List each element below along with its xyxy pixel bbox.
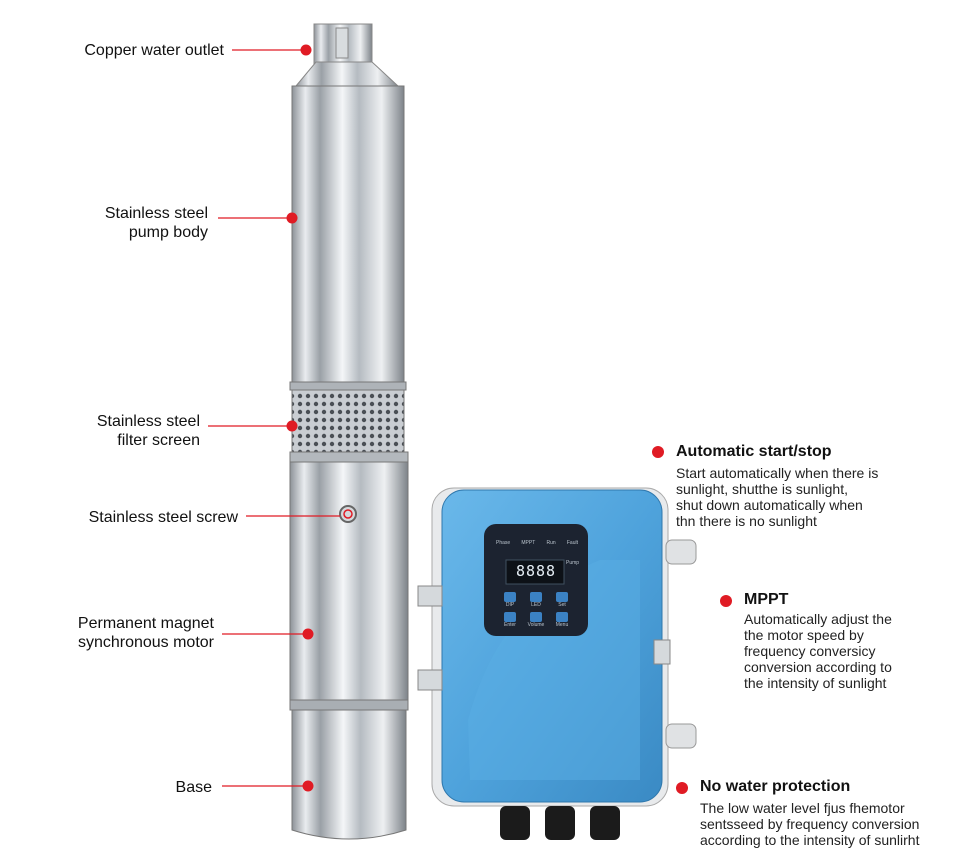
controller-side-label: Pump xyxy=(566,560,580,566)
feature-line: thn there is no sunlight xyxy=(676,513,817,529)
status-label-mppt: MPPT xyxy=(521,540,536,546)
filter-screen-part xyxy=(291,389,405,457)
controller-button-dip[interactable]: DIP xyxy=(500,592,520,608)
status-label-fault: Fault xyxy=(566,540,578,546)
callout-line: Stainless steel xyxy=(96,413,200,430)
feature-line: sunlight, shutthe is sunlight, xyxy=(676,481,848,497)
button-label: DIP xyxy=(505,602,515,608)
status-label-run: Run xyxy=(546,540,556,546)
feature-title: Automatic start/stop xyxy=(676,443,832,460)
callout-line: Stainless steel xyxy=(104,205,208,222)
callout-line: Stainless steel screw xyxy=(88,509,238,526)
callout-base: Base xyxy=(176,778,212,797)
base-part xyxy=(291,709,407,840)
feature-description: The low water level fjus fhemotor sentss… xyxy=(700,800,919,848)
controller-status-labels: Phase MPPT Run Fault xyxy=(496,540,578,546)
feature-line: according to the intensity of sunlirht xyxy=(700,832,920,848)
feature-line: The low water level fjus fhemotor xyxy=(700,800,905,816)
feature-description: Automatically adjust the the motor speed… xyxy=(744,611,892,691)
callout-stainless-steel-pump-body: Stainless steel pump body xyxy=(105,204,208,242)
feature-line: the intensity of sunlight xyxy=(744,675,887,691)
button-label: Volume xyxy=(527,622,545,628)
callout-copper-water-outlet: Copper water outlet xyxy=(84,41,224,60)
controller-display: 8888 xyxy=(515,562,557,580)
feature-line: Automatically adjust the xyxy=(744,611,892,627)
feature-title: MPPT xyxy=(744,591,789,608)
feature-line: the motor speed by xyxy=(744,627,864,643)
status-label-phase: Phase xyxy=(496,540,511,546)
callout-line: Base xyxy=(175,779,212,796)
feature-line: conversion according to xyxy=(744,659,892,675)
callout-permanent-magnet-synchronous-motor: Permanent magnet synchronous motor xyxy=(78,614,214,652)
controller-box xyxy=(417,487,697,840)
feature-line: frequency conversicy xyxy=(744,643,876,659)
callout-line: Permanent magnet xyxy=(77,615,214,632)
button-label: Menu xyxy=(555,622,569,628)
callout-line: filter screen xyxy=(117,432,200,449)
callout-stainless-steel-filter-screen: Stainless steel filter screen xyxy=(97,412,200,450)
controller-button-led[interactable]: LED xyxy=(526,592,546,608)
callout-line: Copper water outlet xyxy=(84,42,224,59)
callout-line: synchronous motor xyxy=(77,634,214,651)
pump-body-part xyxy=(291,85,405,387)
button-label: Enter xyxy=(504,622,516,628)
controller-button-grid: DIP LED Set Enter Volume Menu xyxy=(500,592,572,628)
controller-button-enter[interactable]: Enter xyxy=(500,612,520,628)
motor-part xyxy=(289,461,409,703)
feature-bullet xyxy=(652,446,664,458)
button-label: LED xyxy=(531,602,541,608)
feature-title: No water protection xyxy=(700,778,851,795)
callout-stainless-steel-screw: Stainless steel screw xyxy=(89,508,238,527)
controller-button-menu[interactable]: Menu xyxy=(552,612,572,628)
feature-line: shut down automatically when xyxy=(676,497,863,513)
feature-bullet xyxy=(720,595,732,607)
feature-line: Start automatically when there is xyxy=(676,465,879,481)
controller-button-set[interactable]: Set xyxy=(552,592,572,608)
callout-line: pump body xyxy=(128,224,208,241)
water-outlet-part xyxy=(294,23,400,87)
screw-part xyxy=(339,505,357,523)
feature-line: sentsseed by frequency conversion xyxy=(700,816,920,832)
feature-description: Start automatically when there is sunlig… xyxy=(676,465,878,529)
controller-button-volume[interactable]: Volume xyxy=(526,612,546,628)
feature-bullet xyxy=(676,782,688,794)
button-label: Set xyxy=(558,602,566,608)
